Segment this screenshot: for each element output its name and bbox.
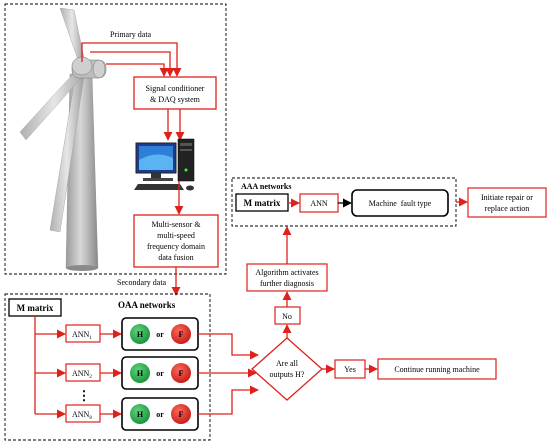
or-label: or <box>156 330 164 339</box>
fault-type-box <box>351 189 449 217</box>
primary-data-connector <box>81 42 182 77</box>
or-label: or <box>156 369 164 378</box>
healthy-label: H <box>137 410 144 419</box>
daq-to-computer-connector <box>163 109 185 141</box>
faulty-label: F <box>179 330 184 339</box>
further-diagnosis-box <box>246 263 328 292</box>
yes-label: Yes <box>344 365 356 374</box>
fusion-line-4: data fusion <box>158 253 193 262</box>
repair-line-2: replace action <box>485 204 530 213</box>
aaa-ann-label: ANN <box>310 199 328 208</box>
continue-box <box>377 358 497 380</box>
no-label: No <box>282 312 292 321</box>
continue-label: Continue running machine <box>394 365 480 374</box>
m-matrix-distribution-connector <box>34 316 66 419</box>
healthy-indicator <box>130 404 150 424</box>
oaa-section-frame <box>4 293 211 441</box>
healthy-indicator <box>130 324 150 344</box>
decision-line-1: Are all <box>276 359 299 368</box>
fusion-line-3: frequency domain <box>147 242 205 251</box>
secondary-data-label: Secondary data <box>117 278 167 287</box>
further-line-1: Algorithm activates <box>255 268 318 277</box>
decision-diamond <box>251 337 323 401</box>
faulty-label: F <box>179 410 184 419</box>
signal-conditioner-line-2: & DAQ system <box>150 95 201 104</box>
or-label: or <box>156 410 164 419</box>
decision-line-2: outputs H? <box>270 370 305 379</box>
healthy-indicator <box>130 363 150 383</box>
repair-action-box <box>467 187 547 218</box>
faulty-label: F <box>179 369 184 378</box>
faulty-indicator <box>171 363 191 383</box>
oaa-m-matrix-label: M matrix <box>17 303 54 313</box>
network-row: ANN8 H or F <box>65 397 199 431</box>
network-row: ANN2 H or F <box>65 356 199 390</box>
wind-turbine-icon <box>19 7 107 271</box>
faulty-indicator <box>171 404 191 424</box>
outputs-to-decision-connector <box>198 333 259 415</box>
signal-conditioner-line-1: Signal conditioner <box>146 84 205 93</box>
repair-line-1: Initiate repair or <box>481 193 533 202</box>
healthy-label: H <box>137 369 144 378</box>
healthy-label: H <box>137 330 144 339</box>
aaa-title: AAA networks <box>241 182 291 191</box>
signal-conditioner-box <box>133 76 217 110</box>
ann-label: ANN2 <box>72 369 92 380</box>
turbine-section-frame <box>4 3 227 275</box>
oaa-title: OAA networks <box>118 300 176 310</box>
primary-data-label: Primary data <box>110 30 152 39</box>
fusion-line-2: multi-speed <box>157 231 195 240</box>
ellipsis: ⋮ <box>78 388 91 403</box>
faulty-indicator <box>171 324 191 344</box>
network-row: ANN1 H or F <box>65 317 199 351</box>
fusion-line-1: Multi-sensor & <box>151 220 201 229</box>
ann-label: ANN1 <box>72 330 92 341</box>
desktop-computer-icon <box>134 138 195 191</box>
aaa-m-matrix-label: M matrix <box>244 198 281 208</box>
data-fusion-box <box>133 214 219 268</box>
fault-type-label: Machine fault type <box>369 199 432 208</box>
ann-label: ANN8 <box>72 410 92 421</box>
further-line-2: further diagnosis <box>260 279 314 288</box>
